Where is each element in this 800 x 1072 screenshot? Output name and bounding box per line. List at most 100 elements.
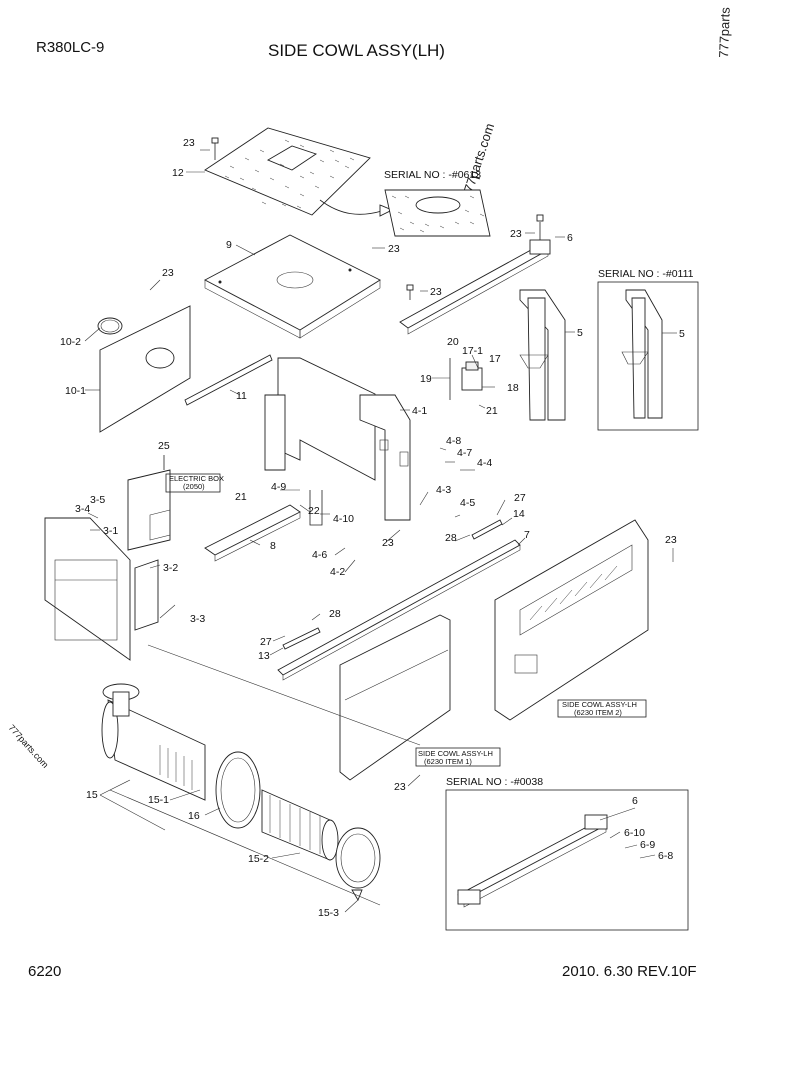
label-6-9: 6-9 [640,839,655,851]
label-23-plate: 23 [388,243,400,255]
u-bracket [309,490,323,526]
label-21-box: 21 [235,491,247,503]
rail-bolt [406,284,414,300]
label-21: 21 [486,405,498,417]
latch-lower [282,627,321,650]
label-3-4: 3-4 [75,503,90,515]
serial-box-right [597,281,699,431]
label-6-8: 6-8 [658,850,673,862]
label-17-1: 17-1 [462,345,483,357]
label-23: 23 [183,137,195,149]
perforated-plate [204,127,371,216]
label-13: 13 [258,650,270,662]
label-15-1: 15-1 [148,794,169,806]
top-rail [399,214,551,335]
label-4-4: 4-4 [477,457,492,469]
label-5: 5 [577,327,583,339]
label-4-7: 4-7 [457,447,472,459]
label-10-1: 10-1 [65,385,86,397]
leader-lines [84,149,677,913]
label-19: 19 [420,373,432,385]
side-bracket-variant [621,289,663,419]
electric-box-ref-box [165,473,221,493]
label-4-5: 4-5 [460,497,475,509]
cowl-item1-ref-box [415,747,501,767]
label-3-5: 3-5 [90,494,105,506]
electric-box-ref-line2: (2050) [183,482,205,491]
relay-component [449,358,483,400]
label-23-panel: 23 [162,267,174,279]
main-frame [264,357,411,521]
strap [184,354,273,406]
bolt [211,137,219,160]
label-3-1: 3-1 [103,525,118,537]
label-23-door: 23 [665,534,677,546]
label-3-3: 3-3 [190,613,205,625]
label-15-3: 15-3 [318,907,339,919]
long-rail [277,539,521,681]
cowl-item2-ref-line1: SIDE COWL ASSY-LH [562,700,637,709]
label-4-8: 4-8 [446,435,461,447]
label-23-rail-end: 23 [510,228,522,240]
page-code: 6220 [28,963,61,980]
bottom-rail-variant [457,814,608,908]
label-12: 12 [172,167,184,179]
label-10-2: 10-2 [60,336,81,348]
label-20: 20 [447,336,459,348]
label-22: 22 [308,505,320,517]
clamp-ring [215,751,261,829]
part-labels: 23 12 9 23 23 23 23 6 5 5 10-2 10-1 11 2… [60,137,685,919]
revision-date: 2010. 6.30 REV.10F [562,963,697,980]
corner-watermark: 777parts [716,7,733,59]
label-8: 8 [270,540,276,552]
label-28-lower: 28 [329,608,341,620]
cowl-item1-ref-line2: (6230 ITEM 1) [424,757,472,766]
label-4-1: 4-1 [412,405,427,417]
label-15-2: 15-2 [248,853,269,865]
label-28: 28 [445,532,457,544]
label-6: 6 [567,232,573,244]
serial-note-right: SERIAL NO : -#0111 [598,268,694,280]
label-18: 18 [507,382,519,394]
cowl-item1-ref-line1: SIDE COWL ASSY-LH [418,749,493,758]
center-watermark: 777parts.com [459,121,498,201]
label-16: 16 [188,810,200,822]
label-3-2: 3-2 [163,562,178,574]
side-panel [97,305,191,433]
label-27-lower: 27 [260,636,272,648]
cowl-item2-ref-line2: (6230 ITEM 2) [574,708,622,717]
label-4-2: 4-2 [330,566,345,578]
label-11: 11 [236,390,247,402]
filter-element [261,789,339,861]
left-watermark: 777parts.com [7,723,51,770]
label-23-cowl: 23 [394,781,406,793]
air-cleaner-frame [44,517,159,661]
label-23-frame: 23 [382,537,394,549]
air-cleaner-housing [101,683,206,801]
page-title: SIDE COWL ASSY(LH) [268,41,445,60]
label-6-10: 6-10 [624,827,645,839]
label-27: 27 [514,492,526,504]
label-23-rail: 23 [430,286,442,298]
label-4-10: 4-10 [333,513,354,525]
side-cowl-door-2 [494,519,649,721]
label-4-3: 4-3 [436,484,451,496]
side-cowl-door-1 [339,614,451,781]
label-4-9: 4-9 [271,481,286,493]
cowl-item2-ref-box [557,699,647,718]
label-4-6: 4-6 [312,549,327,561]
label-25: 25 [158,440,170,452]
serial-note-bottom: SERIAL NO : -#0038 [446,776,543,788]
side-bracket [519,289,566,421]
label-17: 17 [489,353,501,365]
serial-box-bottom [445,789,689,931]
latch-upper [471,519,503,540]
electric-box [127,455,171,551]
perforated-plate-variant [384,189,491,237]
label-5-variant: 5 [679,328,685,340]
label-7: 7 [524,529,530,541]
tray [204,504,301,562]
electric-box-ref-line1: ELECTRIC BOX [169,474,224,483]
